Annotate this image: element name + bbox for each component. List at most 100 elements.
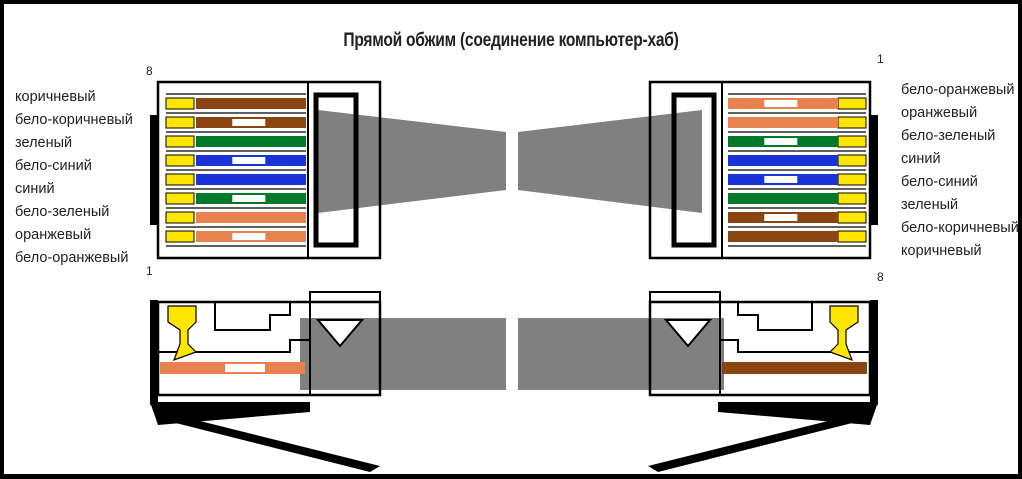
left-wire-3 <box>165 131 306 148</box>
right-wire-labels: бело-оранжевый оранжевый бело-зеленый си… <box>901 79 1019 263</box>
left-gold-contact <box>165 192 195 205</box>
left-connector-clip <box>150 115 158 225</box>
right-gold-contact <box>837 211 867 224</box>
right-wire-8 <box>728 226 867 243</box>
right-connector-side-view <box>518 291 878 472</box>
left-side-inner <box>158 339 310 353</box>
right-side-pin-contact <box>828 305 859 362</box>
left-gold-contact <box>165 154 195 167</box>
right-wire-2 <box>728 112 867 129</box>
left-side-latch <box>156 413 380 472</box>
left-wire-insulation <box>196 98 306 109</box>
right-wire-label-5: бело-синий <box>901 174 978 190</box>
left-gold-contact <box>165 173 195 186</box>
right-wire-label-6: зеленый <box>901 197 959 213</box>
left-pin-number-bottom: 1 <box>146 264 153 278</box>
right-side-crimp-tooth <box>663 319 713 348</box>
left-wire-stripe <box>232 195 266 202</box>
left-wire-2 <box>165 112 306 129</box>
right-wire-stripe <box>764 138 798 145</box>
right-wire-stripe <box>764 176 798 183</box>
right-side-inner <box>720 339 870 353</box>
left-wire-insulation <box>196 212 306 223</box>
diagram-title: Прямой обжим (соединение компьютер-хаб) <box>343 30 679 51</box>
right-side-latch <box>648 413 872 472</box>
left-side-crimp-tooth <box>315 319 365 348</box>
right-wire-label-3: бело-зеленый <box>901 128 996 144</box>
right-pin-number-top: 1 <box>877 52 884 66</box>
right-side-ridge <box>737 302 813 331</box>
right-gold-contact <box>837 230 867 243</box>
left-connector-crimp <box>313 92 359 248</box>
right-connector-clip <box>870 115 878 225</box>
right-connector-latch-frame <box>649 81 723 259</box>
left-wire-label-5: бело-синий <box>15 158 92 174</box>
right-pin-number-bottom: 8 <box>877 270 884 284</box>
right-wire-label-1: бело-оранжевый <box>901 82 1015 98</box>
right-wire-stripe <box>764 214 798 221</box>
left-wire-7 <box>165 207 306 224</box>
right-connector-top-view <box>518 80 878 260</box>
left-wire-1 <box>165 93 306 110</box>
left-side-pin-contact <box>167 305 198 362</box>
left-gold-contact <box>165 116 195 129</box>
right-gold-contact <box>837 192 867 205</box>
left-cable-top <box>318 110 506 213</box>
left-wire-insulation <box>196 174 306 185</box>
right-side-wire <box>722 362 867 374</box>
right-gold-contact <box>837 154 867 167</box>
left-gold-contact <box>165 211 195 224</box>
left-wire-5 <box>165 169 306 186</box>
right-wire-6 <box>728 188 867 205</box>
left-wire-8 <box>165 226 306 243</box>
left-gold-contact <box>165 135 195 148</box>
left-wire-label-3: бело-зеленый <box>15 204 110 220</box>
left-side-ridge <box>214 302 291 331</box>
left-connector-side-view <box>150 291 506 472</box>
right-gold-contact <box>837 116 867 129</box>
left-gold-contact <box>165 230 195 243</box>
right-wire-label-8: коричневый <box>901 243 982 259</box>
left-wire-label-1: бело-оранжевый <box>15 250 129 266</box>
right-wire-insulation <box>728 155 838 166</box>
right-wire-insulation <box>728 193 838 204</box>
right-wire-label-7: бело-коричневый <box>901 220 1019 236</box>
left-side-front <box>150 300 158 405</box>
left-side-wire-stripe <box>225 364 265 372</box>
right-wire-1 <box>728 93 867 110</box>
right-gold-contact <box>837 97 867 110</box>
right-wire-4 <box>728 150 867 167</box>
left-wire-label-2: оранжевый <box>15 227 92 243</box>
left-wire-6 <box>165 188 306 205</box>
right-wire-label-4: синий <box>901 151 941 167</box>
right-cable-top <box>518 110 702 213</box>
left-pin-number-top: 8 <box>146 64 153 78</box>
right-connector-crimp <box>671 92 717 248</box>
left-connector-top-view <box>150 80 506 260</box>
right-wire-stripe <box>764 100 798 107</box>
left-wire-stripe <box>232 119 266 126</box>
right-wire-7 <box>728 207 867 224</box>
right-side-crimp-box <box>649 291 721 396</box>
right-gold-contact <box>837 173 867 186</box>
right-gold-contact <box>837 135 867 148</box>
left-wire-insulation <box>196 136 306 147</box>
right-wire-3 <box>728 131 867 148</box>
right-wire-insulation <box>728 117 838 128</box>
right-wire-label-2: оранжевый <box>901 105 978 121</box>
left-wire-labels: коричневый бело-коричневый зеленый бело-… <box>15 86 133 270</box>
right-wire-5 <box>728 169 867 186</box>
left-wire-label-4: синий <box>15 181 55 197</box>
left-connector-latch-frame <box>307 81 381 259</box>
left-wire-stripe <box>232 157 266 164</box>
left-wire-label-6: зеленый <box>15 135 73 151</box>
left-wire-label-8: коричневый <box>15 89 96 105</box>
left-wire-label-7: бело-коричневый <box>15 112 133 128</box>
left-gold-contact <box>165 97 195 110</box>
left-wire-4 <box>165 150 306 167</box>
right-wire-insulation <box>728 231 838 242</box>
right-side-front <box>870 300 878 405</box>
left-wire-stripe <box>232 233 266 240</box>
